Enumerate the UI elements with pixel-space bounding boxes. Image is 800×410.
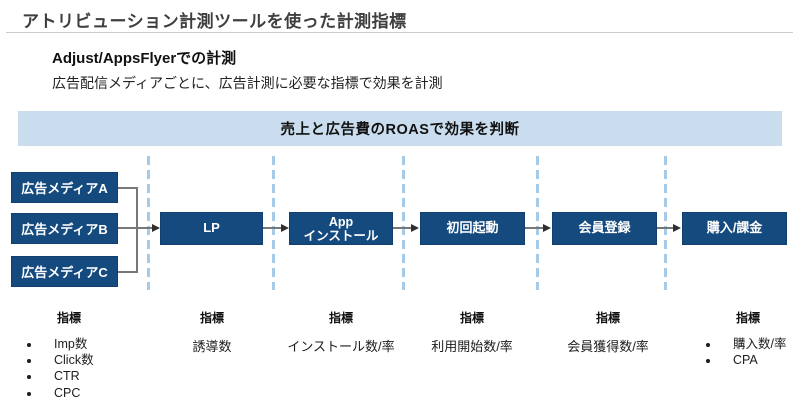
- funnel-box-purchase: 購入/課金: [682, 212, 787, 245]
- arrow-right-icon: [673, 223, 681, 232]
- metrics-title: 指標: [735, 311, 760, 325]
- metric-item: CPA: [720, 352, 800, 368]
- metric-item: 利用開始数/率: [431, 339, 513, 354]
- funnel-box-app-install: App インストール: [289, 212, 393, 245]
- title-divider: [6, 32, 793, 33]
- connector-line: [657, 227, 674, 229]
- connector-line: [263, 227, 282, 229]
- metrics-title: 指標: [328, 311, 353, 325]
- roas-banner: 売上と広告費のROASで効果を判断: [18, 111, 782, 146]
- connector-line: [136, 187, 138, 273]
- metric-item: 購入数/率: [720, 336, 800, 352]
- metrics-column-purchase: 指標 購入数/率 CPA: [688, 309, 800, 368]
- metrics-column-registration: 指標 会員獲得数/率: [548, 309, 668, 355]
- stage-divider: [272, 156, 275, 290]
- metric-item: 誘導数: [192, 339, 232, 354]
- metric-item: インストール数/率: [287, 339, 395, 354]
- metrics-title: 指標: [199, 311, 224, 325]
- funnel-box-lp: LP: [160, 212, 263, 245]
- media-box-a: 広告メディアA: [11, 172, 118, 203]
- stage-divider: [664, 156, 667, 290]
- metrics-list: Imp数 Click数 CTR CPC: [9, 336, 129, 401]
- stage-divider: [147, 156, 150, 290]
- stage-divider: [536, 156, 539, 290]
- metric-item: Click数: [41, 352, 129, 368]
- metric-item: CTR: [41, 368, 129, 384]
- metrics-column-first-launch: 指標 利用開始数/率: [412, 309, 532, 355]
- media-box-b: 広告メディアB: [11, 213, 118, 244]
- connector-line: [118, 187, 137, 189]
- section-subtitle: Adjust/AppsFlyerでの計測: [52, 50, 237, 67]
- metrics-column-install: 指標 インストール数/率: [281, 309, 401, 355]
- metrics-title: 指標: [595, 311, 620, 325]
- metric-item: CPC: [41, 385, 129, 401]
- arrow-right-icon: [411, 223, 419, 232]
- arrow-right-icon: [152, 223, 160, 232]
- roas-banner-label: 売上と広告費のROASで効果を判断: [280, 122, 520, 138]
- funnel-box-member-registration: 会員登録: [552, 212, 657, 245]
- stage-divider: [402, 156, 405, 290]
- metrics-title: 指標: [56, 311, 81, 325]
- metrics-column-lp: 指標 誘導数: [152, 309, 272, 355]
- metric-item: 会員獲得数/率: [567, 339, 649, 354]
- arrow-right-icon: [543, 223, 551, 232]
- arrow-right-icon: [281, 223, 289, 232]
- funnel-box-first-launch: 初回起動: [420, 212, 525, 245]
- connector-line: [393, 227, 412, 229]
- page-title: アトリビューション計測ツールを使った計測指標: [22, 12, 407, 31]
- metrics-list: 購入数/率 CPA: [688, 336, 800, 368]
- connector-line: [525, 227, 544, 229]
- metrics-column-media: 指標 Imp数 Click数 CTR CPC: [9, 309, 129, 401]
- metrics-title: 指標: [459, 311, 484, 325]
- section-description: 広告配信メディアごとに、広告計測に必要な指標で効果を計測: [52, 75, 443, 91]
- connector-line: [136, 227, 153, 229]
- media-box-c: 広告メディアC: [11, 256, 118, 287]
- connector-line: [118, 227, 137, 229]
- metric-item: Imp数: [41, 336, 129, 352]
- connector-line: [118, 271, 137, 273]
